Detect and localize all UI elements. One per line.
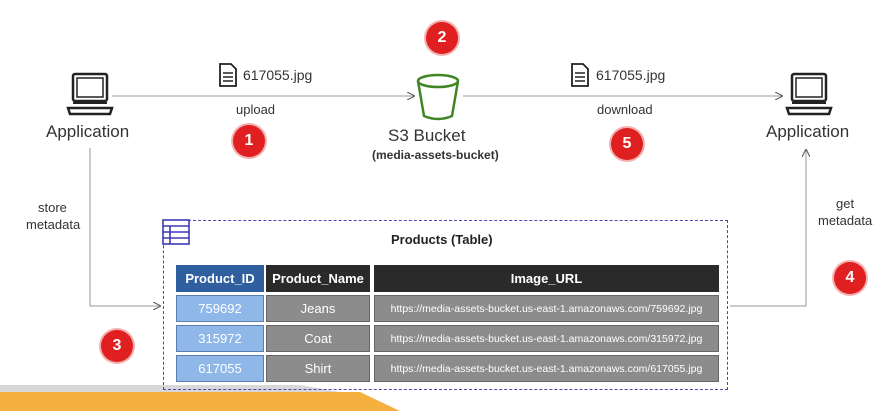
step-badge-4: 4: [834, 262, 866, 294]
cell-image-url: https://media-assets-bucket.us-east-1.am…: [374, 295, 719, 322]
right-app-label: Application: [766, 122, 850, 141]
upload-label: upload: [236, 102, 276, 117]
step-badge-2: 2: [426, 22, 458, 54]
s3-bucket-icon: [416, 73, 460, 121]
bucket-subtitle: (media-assets-bucket): [372, 148, 499, 162]
products-table: Products (Table) Product_ID Product_Name…: [162, 219, 728, 390]
step-badge-3: 3: [101, 330, 133, 362]
download-label: download: [597, 102, 653, 117]
bucket-title: S3 Bucket: [388, 126, 466, 145]
file-icon: [219, 63, 237, 87]
get-label-line2: metadata: [818, 213, 873, 228]
get-label-line1: get: [836, 196, 855, 211]
cell-product-id: 759692: [176, 295, 264, 322]
file-icon: [571, 63, 589, 87]
column-header-image-url: Image_URL: [374, 265, 719, 292]
cell-product-name: Coat: [266, 325, 370, 352]
column-header-product-name: Product_Name: [266, 265, 370, 292]
step-badge-1: 1: [233, 125, 265, 157]
store-label-line1: store: [38, 200, 67, 215]
accent-shape-light: [0, 385, 340, 392]
cell-product-id: 617055: [176, 355, 264, 382]
cell-image-url: https://media-assets-bucket.us-east-1.am…: [374, 325, 719, 352]
step-badge-5: 5: [611, 128, 643, 160]
cell-product-name: Shirt: [266, 355, 370, 382]
laptop-icon: [785, 72, 833, 116]
download-file-name: 617055.jpg: [596, 67, 666, 83]
laptop-icon: [66, 72, 114, 116]
table-title: Products (Table): [391, 232, 493, 247]
table-icon: [162, 219, 190, 245]
left-app-label: Application: [46, 122, 130, 141]
store-metadata-arrow: [89, 148, 160, 306]
store-label-line2: metadata: [26, 217, 81, 232]
cell-product-name: Jeans: [266, 295, 370, 322]
accent-shape: [0, 392, 400, 411]
column-header-product-id: Product_ID: [176, 265, 264, 292]
get-metadata-arrow: [730, 150, 806, 307]
cell-product-id: 315972: [176, 325, 264, 352]
upload-file-name: 617055.jpg: [243, 67, 313, 83]
cell-image-url: https://media-assets-bucket.us-east-1.am…: [374, 355, 719, 382]
